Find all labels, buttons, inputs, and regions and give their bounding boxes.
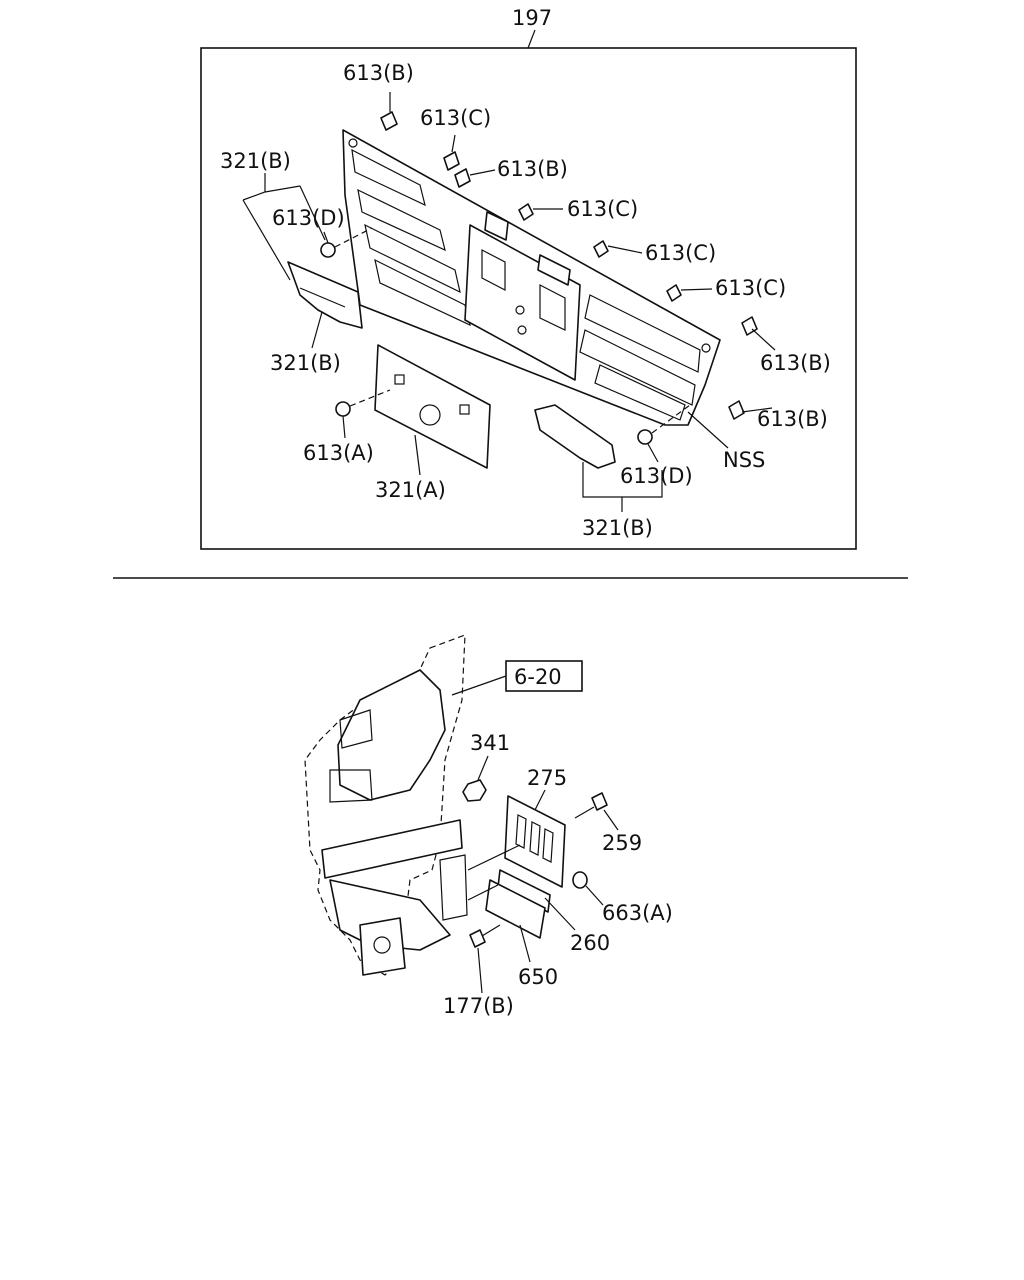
label-341: 341 [470, 731, 510, 755]
label-321a: 321(A) [375, 478, 446, 502]
clip-613c-2-icon [518, 203, 563, 221]
radiator-grille [342, 129, 721, 426]
clip-613b-top-icon [380, 92, 398, 131]
label-613b-right2: 613(B) [757, 407, 828, 431]
label-613b-2: 613(B) [497, 157, 568, 181]
label-259: 259 [602, 831, 642, 855]
label-177b: 177(B) [443, 994, 514, 1018]
clip-613c-1-icon [443, 134, 460, 171]
clip-613b-right2-icon [728, 400, 773, 420]
plate-321a-leader [414, 434, 421, 476]
bumper-structure [304, 634, 468, 976]
reference-leader [527, 29, 536, 49]
bracket-321b-left-leader [311, 311, 323, 349]
label-650: 650 [518, 965, 558, 989]
bracket-321b-right [534, 404, 616, 469]
label-613d-right: 613(D) [620, 464, 693, 488]
label-613c-3: 613(C) [645, 241, 716, 265]
clip-613c-4-icon [666, 284, 713, 302]
grille-assembly-view: 197 613(B) [200, 6, 857, 550]
label-663a: 663(A) [602, 901, 673, 925]
label-613c-2: 613(C) [567, 197, 638, 221]
ref-box-leader [451, 675, 507, 696]
plate-260 [497, 869, 576, 931]
clip-613b-2-icon [454, 168, 496, 188]
label-613a: 613(A) [303, 441, 374, 465]
label-275: 275 [527, 766, 567, 790]
label-613c-1: 613(C) [420, 106, 491, 130]
label-260: 260 [570, 931, 610, 955]
label-613d-left: 613(D) [272, 206, 345, 230]
washer-663a-icon [572, 871, 604, 906]
ref-box-label: 6-20 [514, 665, 562, 689]
bolt-177b-icon [469, 924, 501, 994]
clip-613d-left-icon [320, 227, 373, 258]
clip-613b-right1-icon [741, 316, 776, 351]
label-613b-right1: 613(B) [760, 351, 831, 375]
bracket-321b-left [287, 261, 363, 329]
reference-number: 197 [512, 6, 552, 30]
bracket-321b-bottom-leader [582, 462, 663, 512]
label-613c-4: 613(C) [715, 276, 786, 300]
label-nss: NSS [723, 448, 765, 472]
nss-leader [687, 411, 729, 449]
label-613b-top: 613(B) [343, 61, 414, 85]
clip-613c-3-icon [593, 240, 643, 258]
plate-650 [485, 879, 546, 963]
bolt-259-icon [574, 792, 619, 831]
link-leader [467, 844, 521, 871]
link-leader-2 [467, 884, 499, 901]
bracket-321b-top-leader [242, 173, 326, 281]
nut-341-icon [462, 755, 489, 802]
label-321b-left: 321(B) [270, 351, 341, 375]
label-321b-top: 321(B) [220, 149, 291, 173]
grille-frame-box [200, 47, 857, 550]
license-plate-bracket-view: 6-20 341 275 259 663(A) [304, 634, 673, 1018]
plate-275 [504, 789, 566, 888]
clip-613a-icon [335, 389, 391, 439]
clip-613d-right-icon [637, 404, 691, 463]
plate-321a [374, 344, 491, 469]
label-321b-bottom: 321(B) [582, 516, 653, 540]
